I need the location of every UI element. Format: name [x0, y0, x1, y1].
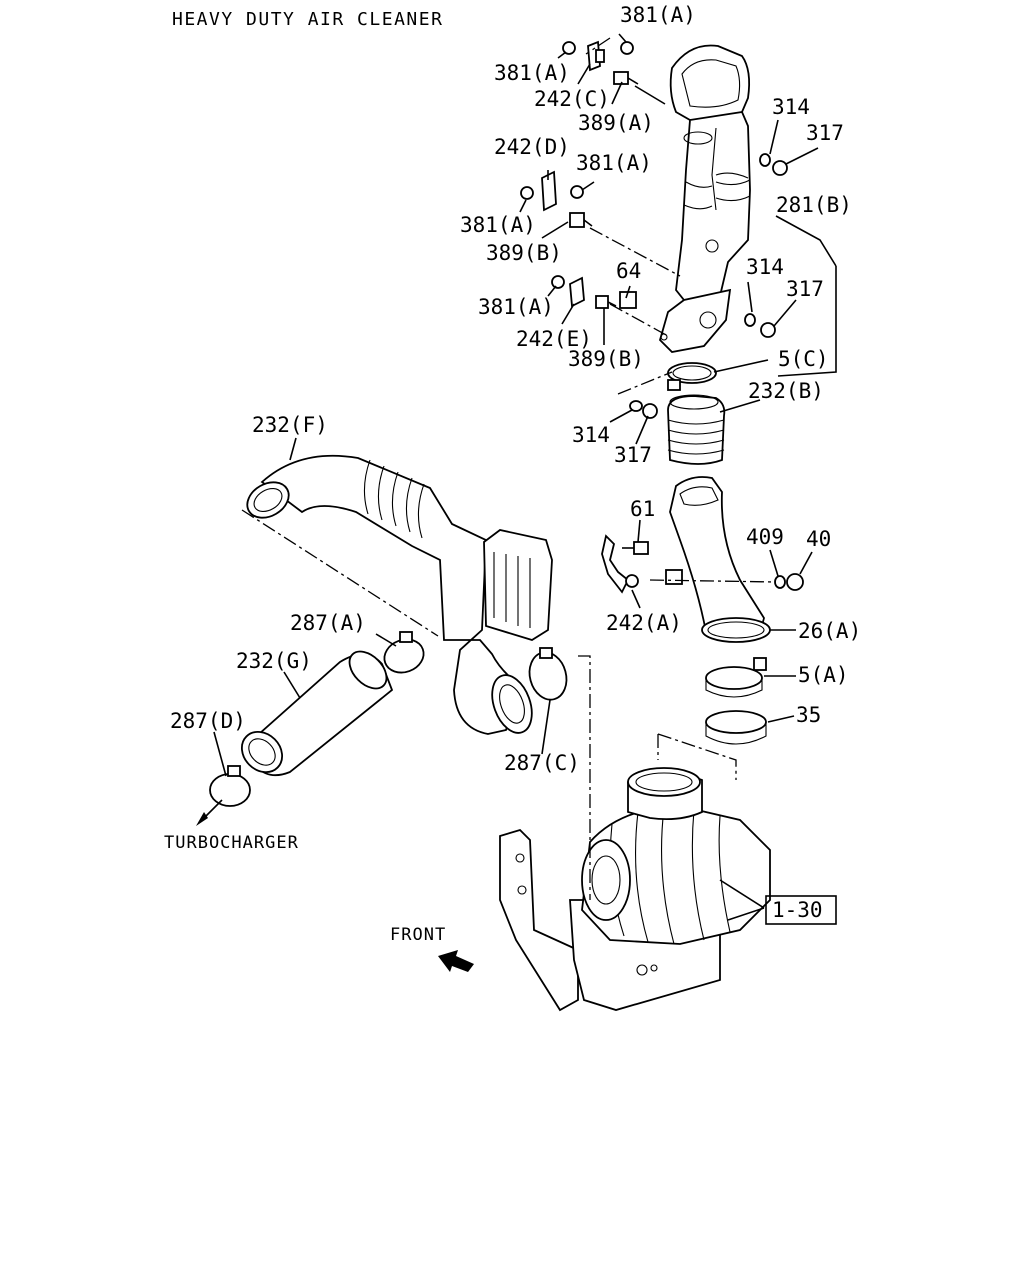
clamp-287c: [528, 647, 568, 701]
bolt-389b-1: [569, 212, 593, 228]
alignment-lines: [241, 37, 777, 900]
nut-381a-1: [562, 41, 576, 55]
label-381a-1: 381(A): [494, 61, 570, 85]
washer-409: [774, 575, 786, 589]
label-314-3: 314: [572, 423, 610, 447]
washer-314-3: [629, 400, 643, 412]
ref-box-label: 1-30: [772, 898, 823, 922]
label-35: 35: [796, 703, 821, 727]
nut-381a-4: [551, 275, 565, 289]
hose-232g: [241, 650, 394, 777]
label-317-3: 317: [614, 443, 652, 467]
label-389b-2: 389(B): [568, 347, 644, 371]
clamp-287a: [383, 631, 425, 674]
label-61: 61: [630, 497, 655, 521]
nut-381a-top: [620, 41, 634, 55]
label-232b: 232(B): [748, 379, 824, 403]
label-40: 40: [806, 527, 831, 551]
leader-lines: [213, 33, 837, 921]
label-287d: 287(D): [170, 709, 246, 733]
bolt-389b-2: [595, 295, 617, 309]
label-287c: 287(C): [504, 751, 580, 775]
label-381a-4: 381(A): [478, 295, 554, 319]
label-317-1: 317: [806, 121, 844, 145]
nut-317-2: [760, 322, 776, 338]
label-242a: 242(A): [606, 611, 682, 635]
snorkel-intake-281b: [658, 44, 751, 353]
label-242c: 242(C): [534, 87, 610, 111]
ref-box: [765, 895, 837, 925]
label-381a-3: 381(A): [460, 213, 536, 237]
label-317-2: 317: [786, 277, 824, 301]
washer-314-1: [759, 153, 771, 167]
turbocharger-label: TURBOCHARGER: [164, 833, 299, 853]
label-314-1: 314: [772, 95, 810, 119]
bracket-242a: [601, 534, 639, 594]
label-281b: 281(B): [776, 193, 852, 217]
label-242d: 242(D): [494, 135, 570, 159]
bracket-242e: [569, 276, 585, 308]
turbocharger-arrow-icon: [196, 799, 223, 826]
bellows-hose-232b: [667, 394, 726, 465]
label-5c: 5(C): [778, 347, 829, 371]
label-242e: 242(E): [516, 327, 592, 351]
nut-317-3: [642, 403, 658, 419]
nut-381a-3: [520, 186, 534, 200]
nut-317-1: [772, 160, 788, 176]
nut-381a-2: [570, 185, 584, 199]
label-389b-1: 389(B): [486, 241, 562, 265]
label-389a: 389(A): [578, 111, 654, 135]
diagram-title: HEAVY DUTY AIR CLEANER: [172, 9, 443, 30]
label-381a-2: 381(A): [576, 151, 652, 175]
callout-labels: 381(A) 381(A) 242(C) 389(A) 314 317 242(…: [170, 3, 861, 775]
label-5a: 5(A): [798, 663, 849, 687]
nut-40: [786, 573, 804, 591]
label-232g: 232(G): [236, 649, 312, 673]
bracket-242c: [587, 40, 605, 72]
band-35: [705, 710, 767, 745]
label-287a: 287(A): [290, 611, 366, 635]
heat-shield: [483, 529, 553, 641]
bracket-242d: [541, 170, 557, 212]
bolt-389a: [613, 71, 639, 85]
front-arrow-icon: [438, 950, 474, 972]
hose-232f: [246, 454, 533, 735]
label-381a-top: 381(A): [620, 3, 696, 27]
clamp-5a: [705, 657, 767, 698]
label-314-2: 314: [746, 255, 784, 279]
clamp-287d: [209, 765, 251, 807]
bolt-61: [622, 541, 649, 555]
air-cleaner-assembly: [499, 767, 771, 1012]
label-409: 409: [746, 525, 784, 549]
label-64: 64: [616, 259, 641, 283]
front-label: FRONT: [390, 925, 446, 945]
washer-314-2: [744, 313, 756, 327]
label-232f: 232(F): [252, 413, 328, 437]
clamp-5c: [667, 362, 717, 391]
elbow-duct-26a: [665, 476, 771, 643]
label-26a: 26(A): [798, 619, 861, 643]
